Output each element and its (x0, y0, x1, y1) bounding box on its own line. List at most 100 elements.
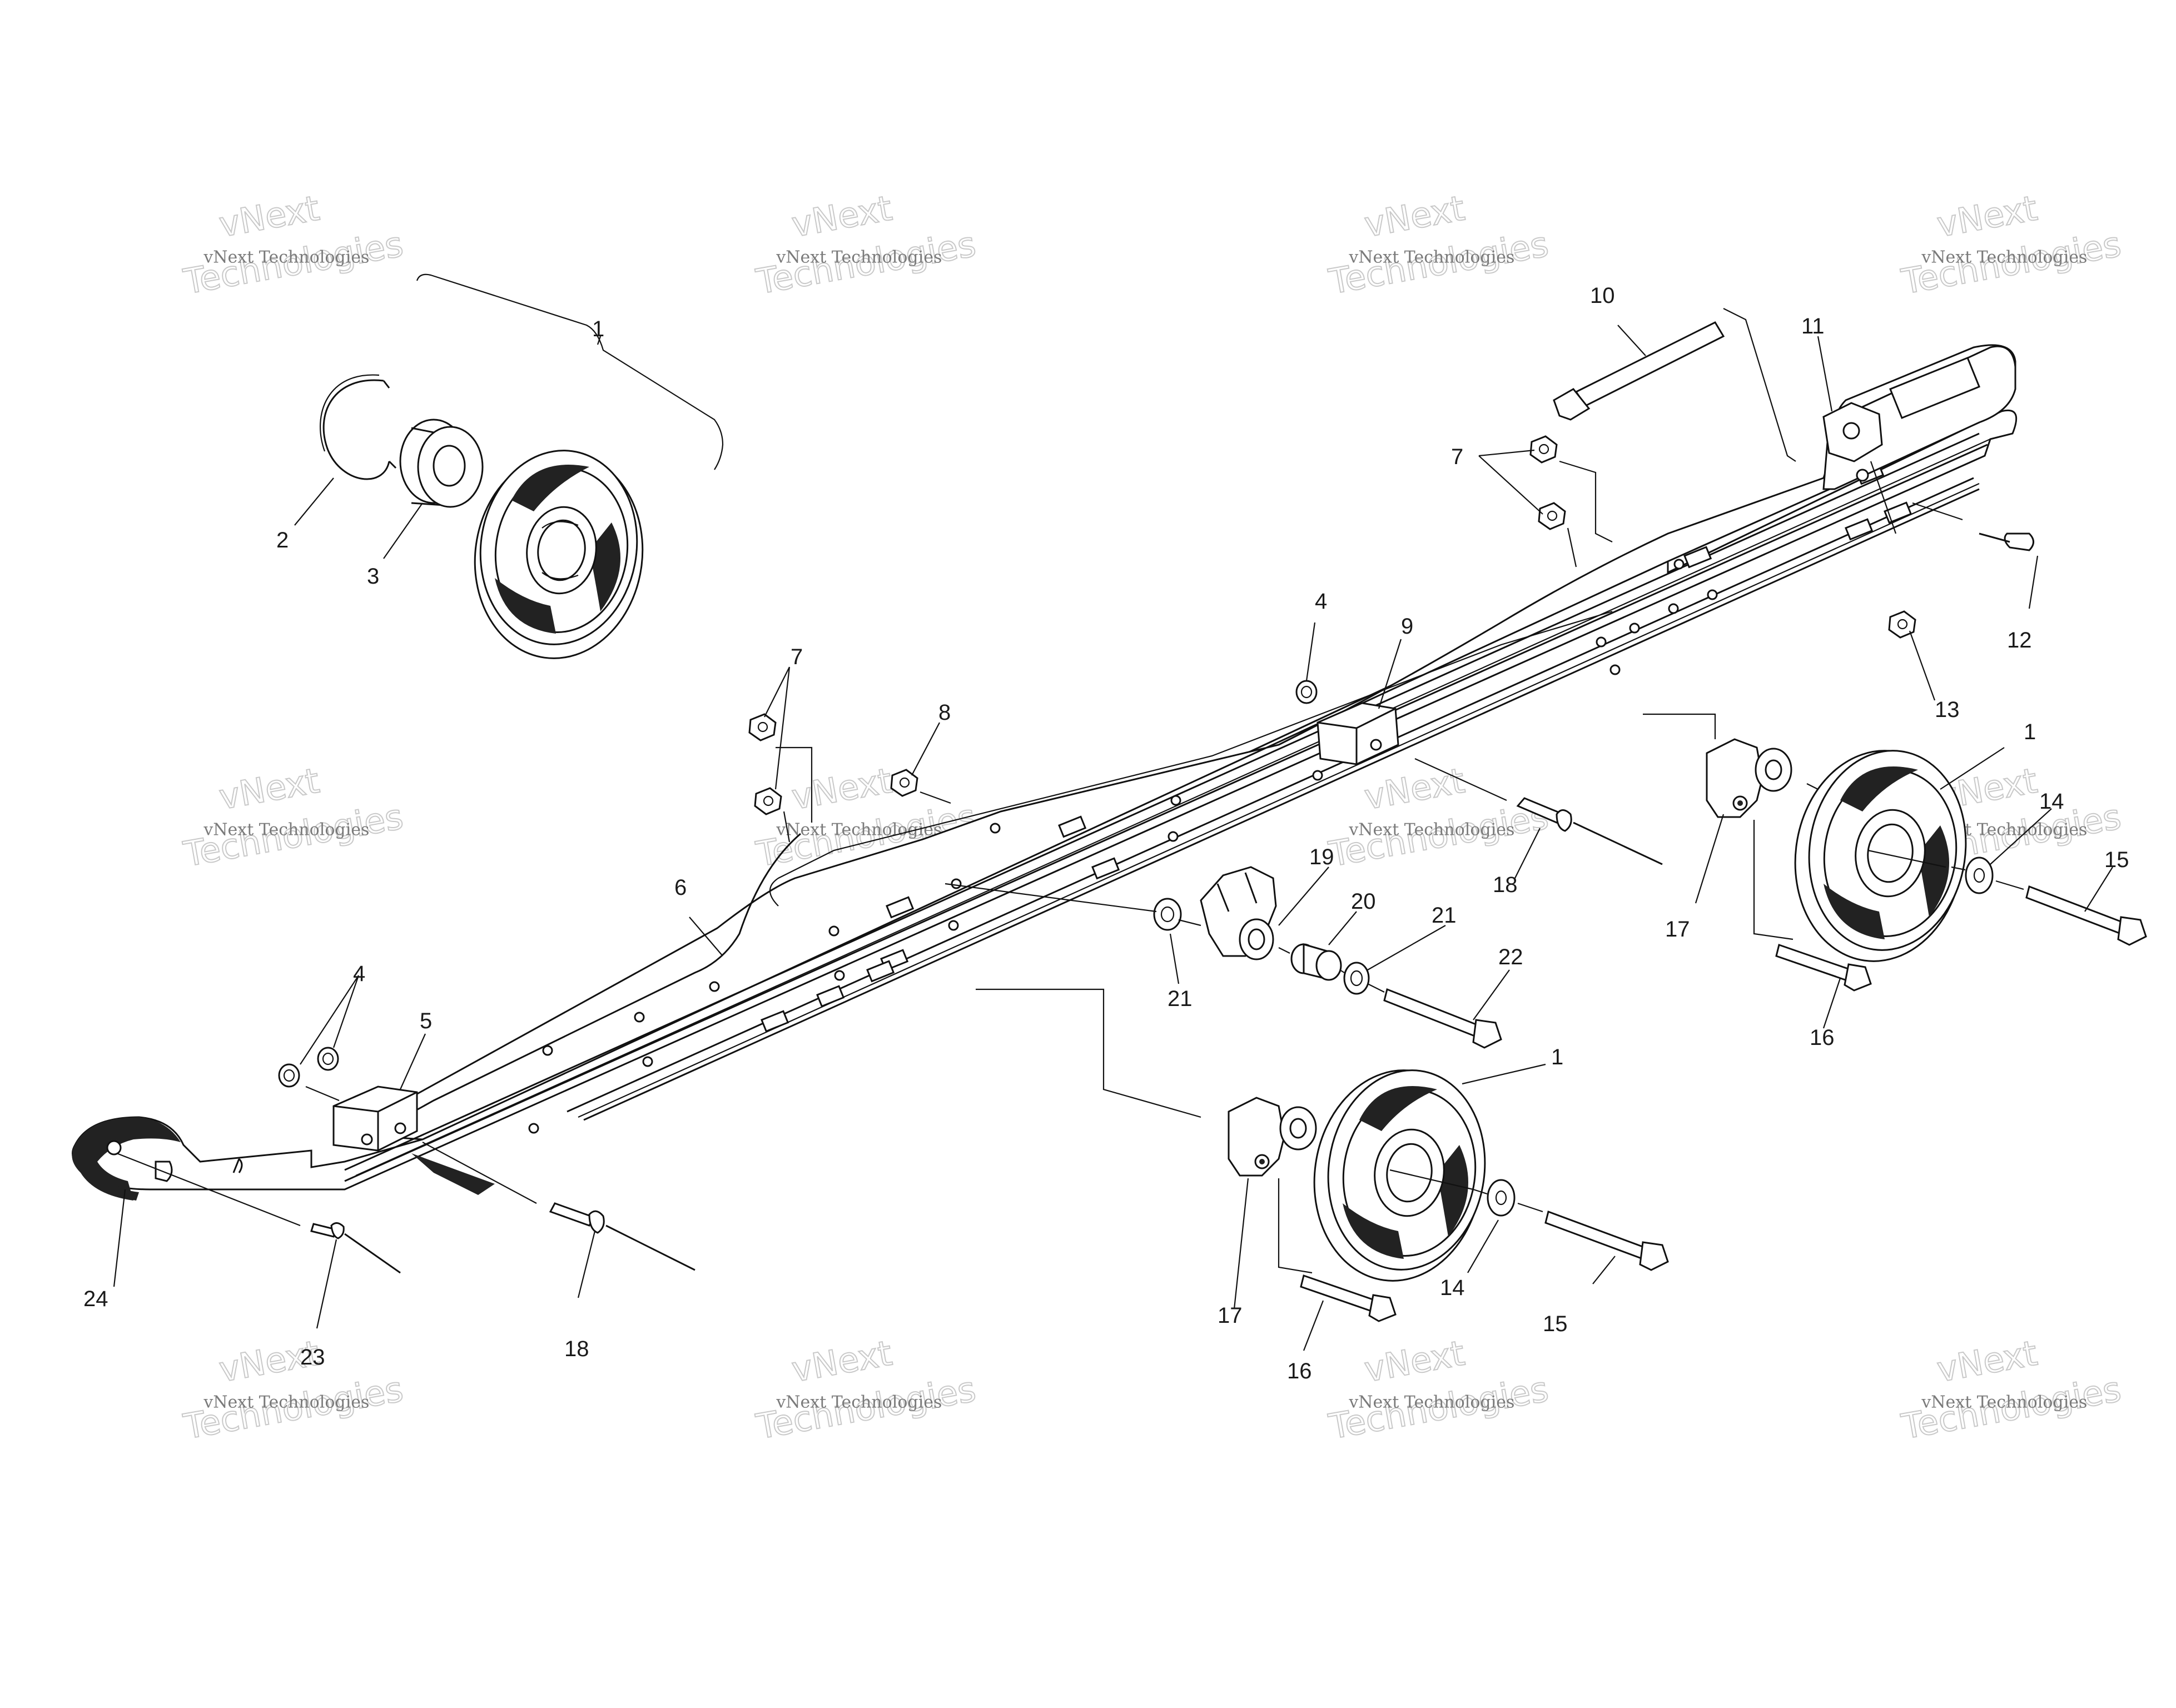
label-7: 7 (791, 645, 803, 669)
wheel-assembly-bracket (416, 273, 724, 470)
pivot-arm (1200, 866, 1277, 960)
label-12: 12 (2007, 628, 2032, 653)
svg-text:vNext Technologies: vNext Technologies (203, 1392, 369, 1412)
svg-text:vNext Technologies: vNext Technologies (776, 1392, 942, 1412)
guide-line (1951, 866, 2024, 890)
label-7: 7 (1451, 445, 1463, 469)
washer (1965, 857, 1994, 894)
washer (1487, 1179, 1516, 1217)
axle-bolt (2025, 885, 2147, 946)
guide-line (783, 811, 791, 843)
label-1: 1 (2024, 720, 2036, 744)
watermark: vNext Technologies vNext Technologies (180, 760, 407, 875)
label-13: 13 (1935, 698, 1960, 722)
svg-text:vNext: vNext (1362, 188, 1468, 245)
label-18: 18 (1493, 873, 1518, 897)
washer (317, 1047, 339, 1071)
svg-text:vNext Technologies: vNext Technologies (1921, 1392, 2087, 1412)
label-22: 22 (1498, 945, 1523, 969)
watermark: vNext Technologies vNext Technologies (180, 1332, 407, 1448)
hex-nut (1538, 502, 1566, 530)
rivet (1516, 797, 1663, 865)
idler-wheel-front (1313, 1069, 1486, 1282)
svg-text:vNext: vNext (216, 188, 322, 245)
label-17: 17 (1218, 1303, 1243, 1328)
label-21: 21 (1432, 903, 1457, 928)
wheel-carrier-front (976, 988, 1340, 1274)
hex-nut (890, 769, 918, 797)
snap-ring (320, 374, 397, 480)
label-4: 4 (353, 962, 365, 986)
axle-bolt (1544, 1211, 1669, 1271)
rail-holes (528, 559, 1718, 1134)
rivet (310, 1222, 401, 1274)
label-19: 19 (1309, 845, 1334, 869)
label-23: 23 (300, 1345, 325, 1370)
svg-text:vNext: vNext (1934, 188, 2040, 245)
slide-rail (72, 344, 2018, 1201)
guide-line (945, 883, 1385, 993)
label-3: 3 (367, 564, 379, 589)
guide-line (920, 791, 951, 804)
label-17: 17 (1665, 917, 1690, 942)
guide-line (305, 1085, 340, 1102)
svg-text:vNext Technologies: vNext Technologies (776, 247, 942, 267)
svg-text:vNext Technologies: vNext Technologies (203, 820, 369, 839)
label-14: 14 (1440, 1276, 1465, 1300)
guide-line (1414, 758, 1507, 801)
svg-text:vNext: vNext (789, 1333, 895, 1390)
washer (1343, 962, 1370, 995)
guide-line (116, 1152, 301, 1227)
hex-nut (1529, 435, 1558, 464)
svg-text:vNext: vNext (1934, 1333, 2040, 1390)
svg-text:vNext Technologies: vNext Technologies (1348, 820, 1514, 839)
shock-bracket (1822, 402, 1963, 534)
label-18: 18 (564, 1337, 589, 1361)
washer (1153, 898, 1182, 931)
guide-line (776, 746, 813, 823)
wheel-carrier-rear (1643, 713, 1819, 940)
mounting-block (332, 1085, 495, 1195)
guide-line (1473, 1188, 1543, 1213)
watermark: vNext Technologies vNext Technologies (753, 1332, 980, 1448)
bolt (1383, 988, 1502, 1049)
svg-text:vNext: vNext (789, 188, 895, 245)
label-1: 1 (592, 317, 604, 341)
label-5: 5 (420, 1009, 432, 1033)
svg-text:vNext Technologies: vNext Technologies (1921, 247, 2087, 267)
idler-wheel-top (474, 450, 644, 659)
label-16: 16 (1810, 1025, 1835, 1050)
svg-text:vNext: vNext (1362, 1333, 1468, 1390)
watermark: vNext Technologies vNext Technologies (1325, 187, 1552, 303)
guide-line (422, 1142, 537, 1204)
rivet (549, 1202, 695, 1271)
short-bolt (1979, 532, 2034, 551)
svg-text:vNext Technologies: vNext Technologies (1348, 1392, 1514, 1412)
label-10: 10 (1590, 283, 1615, 308)
part-number-labels: 1 2 3 4 5 6 7 8 4 9 7 10 11 12 13 1 14 1… (83, 283, 2129, 1383)
svg-text:vNext Technologies: vNext Technologies (203, 247, 369, 267)
label-16: 16 (1287, 1359, 1312, 1383)
svg-text:vNext: vNext (216, 760, 322, 818)
label-1: 1 (1551, 1045, 1563, 1069)
watermark: vNext Technologies vNext Technologies (1898, 1332, 2125, 1448)
label-14: 14 (2039, 789, 2064, 814)
label-8: 8 (938, 700, 951, 725)
watermark: vNext Technologies vNext Technologies (753, 187, 980, 303)
bolt (1300, 1274, 1397, 1322)
leader-lines (113, 325, 2113, 1351)
svg-text:vNext: vNext (789, 760, 895, 818)
label-21: 21 (1168, 987, 1193, 1011)
label-9: 9 (1401, 614, 1413, 639)
watermark: vNext Technologies vNext Technologies (180, 187, 407, 303)
hex-nut (754, 787, 782, 815)
label-6: 6 (674, 875, 687, 900)
guide-line (1567, 527, 1577, 567)
bearing (399, 419, 484, 508)
watermark: vNext Technologies vNext Technologies (1325, 760, 1552, 875)
long-bolt (1553, 308, 1796, 462)
washer (1295, 680, 1318, 704)
label-11: 11 (1801, 314, 1825, 338)
bolt (1775, 944, 1872, 992)
